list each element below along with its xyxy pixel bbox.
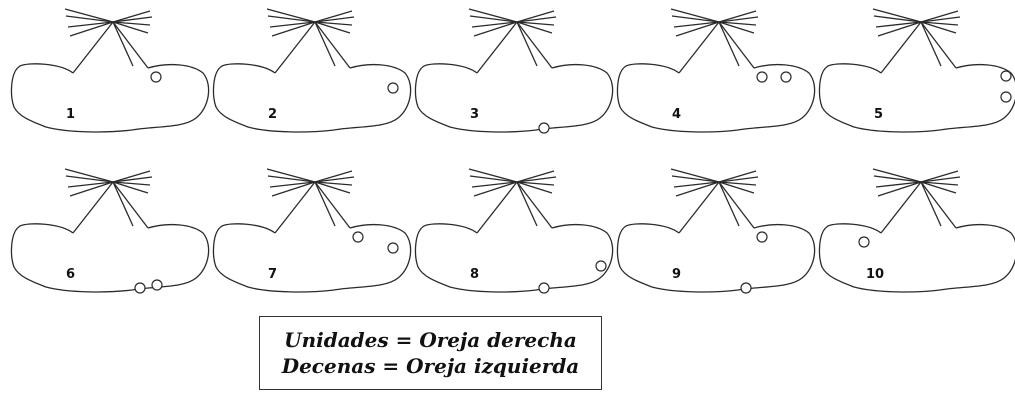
figure-number-label: 2 xyxy=(268,107,277,122)
neck-left-line xyxy=(881,22,921,73)
ear-figure-5: 5 xyxy=(820,9,1015,132)
neck-left-line xyxy=(881,182,921,233)
bristle-line xyxy=(469,169,517,182)
bristle-line xyxy=(517,177,556,182)
bristle-line xyxy=(267,9,315,22)
figure-number-label: 3 xyxy=(470,107,479,122)
neck-left-line xyxy=(477,22,517,73)
figure-number-label: 10 xyxy=(866,267,884,282)
bristle-line xyxy=(65,169,113,182)
bristle-line xyxy=(874,176,921,182)
ear-notch-diagram: 1 2 3 4 5 6 7 8 9 10 xyxy=(0,0,1015,310)
head-outline xyxy=(214,224,411,292)
bristle-line xyxy=(517,11,554,22)
bristle-line xyxy=(671,169,719,182)
neck-left-line xyxy=(477,182,517,233)
bristle-line xyxy=(921,11,958,22)
bristle-line xyxy=(517,17,556,22)
ear-notch-hole xyxy=(757,232,767,242)
head-outline xyxy=(12,64,209,132)
bristle-line xyxy=(470,16,517,22)
legend-tens-line: Decenas = Oreja izquierda xyxy=(282,353,580,379)
bristle-line xyxy=(517,171,554,182)
bristle-line xyxy=(267,169,315,182)
bristle-line xyxy=(873,9,921,22)
ear-figure-6: 6 xyxy=(12,169,209,293)
ear-notch-hole xyxy=(757,72,767,82)
head-outline xyxy=(416,64,613,132)
ear-notch-hole xyxy=(135,283,145,293)
bristle-line xyxy=(921,171,958,182)
figure-number-label: 1 xyxy=(66,107,75,122)
neck-left-line xyxy=(73,22,113,73)
neck-left-line xyxy=(275,22,315,73)
bristle-line xyxy=(65,9,113,22)
neck-left-line xyxy=(679,22,719,73)
ear-figure-2: 2 xyxy=(214,9,411,132)
bristle-line xyxy=(315,17,354,22)
bristle-line xyxy=(921,177,960,182)
head-outline xyxy=(12,224,209,292)
bristle-line xyxy=(113,171,150,182)
ear-notch-hole xyxy=(152,280,162,290)
legend-box: Unidades = Oreja derecha Decenas = Oreja… xyxy=(259,316,602,390)
ear-notch-hole xyxy=(1001,92,1011,102)
head-outline xyxy=(618,224,815,292)
ear-notch-hole xyxy=(539,123,549,133)
figure-number-label: 6 xyxy=(66,267,75,282)
ear-figure-4: 4 xyxy=(618,9,815,132)
bristle-line xyxy=(719,177,758,182)
ear-figure-10: 10 xyxy=(820,169,1015,292)
bristle-line xyxy=(921,17,960,22)
ear-notch-hole xyxy=(781,72,791,82)
ear-notch-hole xyxy=(596,261,606,271)
bristle-line xyxy=(315,171,352,182)
bristle-line xyxy=(719,171,756,182)
ear-notch-hole xyxy=(859,237,869,247)
ear-figure-8: 8 xyxy=(416,169,613,293)
figure-number-label: 5 xyxy=(874,107,883,122)
bristle-line xyxy=(113,17,152,22)
bristle-line xyxy=(315,11,352,22)
bristle-line xyxy=(719,11,756,22)
ear-figure-1: 1 xyxy=(12,9,209,132)
ear-notch-hole xyxy=(151,72,161,82)
bristle-line xyxy=(113,177,152,182)
ear-notch-hole xyxy=(388,243,398,253)
head-outline xyxy=(214,64,411,132)
bristle-line xyxy=(315,177,354,182)
bristle-line xyxy=(469,9,517,22)
figure-number-label: 9 xyxy=(672,267,681,282)
ear-notch-hole xyxy=(388,83,398,93)
figure-number-label: 8 xyxy=(470,267,479,282)
figure-number-label: 4 xyxy=(672,107,681,122)
ear-notch-hole xyxy=(539,283,549,293)
ear-figure-7: 7 xyxy=(214,169,411,292)
bristle-line xyxy=(672,176,719,182)
neck-left-line xyxy=(679,182,719,233)
head-outline xyxy=(820,224,1015,292)
bristle-line xyxy=(268,176,315,182)
head-outline xyxy=(416,224,613,292)
head-outline xyxy=(820,64,1015,132)
bristle-line xyxy=(66,176,113,182)
ear-figure-3: 3 xyxy=(416,9,613,133)
bristle-line xyxy=(470,176,517,182)
bristle-line xyxy=(874,16,921,22)
bristle-line xyxy=(719,17,758,22)
bristle-line xyxy=(873,169,921,182)
bristle-line xyxy=(268,16,315,22)
figure-number-label: 7 xyxy=(268,267,277,282)
ear-notch-hole xyxy=(1001,71,1011,81)
ear-notch-hole xyxy=(741,283,751,293)
bristle-line xyxy=(672,16,719,22)
bristle-line xyxy=(66,16,113,22)
neck-left-line xyxy=(73,182,113,233)
ear-figure-9: 9 xyxy=(618,169,815,293)
bristle-line xyxy=(113,11,150,22)
ear-notch-hole xyxy=(353,232,363,242)
neck-left-line xyxy=(275,182,315,233)
legend-units-line: Unidades = Oreja derecha xyxy=(284,327,577,353)
bristle-line xyxy=(671,9,719,22)
